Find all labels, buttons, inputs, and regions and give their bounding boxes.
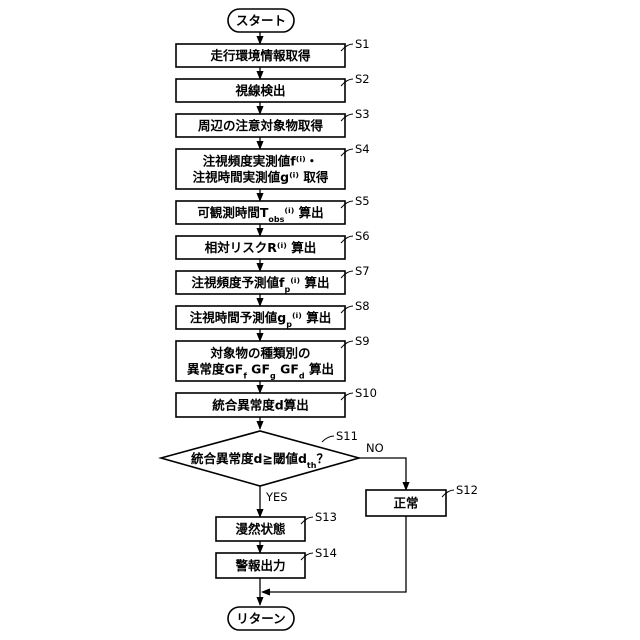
step-s9: 対象物の種類別の異常度GFf GFg GFd 算出S9 [176, 334, 370, 381]
end-label: リターン [236, 611, 285, 626]
arrow-s11-s12 [359, 458, 406, 490]
process-steps: 走行環境情報取得 S1 視線検出 S2 周辺の注意対象物取得 S3 注視頻度実測値f⁽ⁱ⁾・… [176, 37, 478, 578]
step-id: S12 [456, 483, 478, 497]
step-label: 漫然状態 [235, 522, 286, 537]
step-s7: 注視頻度予測値fp⁽ⁱ⁾ 算出S7 [176, 264, 370, 294]
step-label: 走行環境情報取得 [210, 48, 311, 63]
step-label: 相対リスクR⁽ⁱ⁾ 算出 [205, 240, 316, 255]
decision-s11: 統合異常度d≧閾値dth？ S11 [161, 429, 359, 486]
s11-leader [322, 436, 334, 442]
step-s6: 相対リスクR⁽ⁱ⁾ 算出 S6 [176, 229, 370, 259]
step-s2: 視線検出 S2 [176, 72, 370, 102]
step-id: S7 [355, 264, 370, 278]
start-label: スタート [236, 13, 286, 28]
step-s14: 警報出力 S14 [216, 546, 337, 578]
step-s12: 正常 S12 [366, 483, 478, 516]
step-label: 周辺の注意対象物取得 [198, 118, 324, 133]
start-terminator: スタート [228, 9, 294, 32]
step-label: 視線検出 [234, 83, 285, 98]
branch-yes-label: YES [265, 490, 288, 504]
step-id: S13 [315, 510, 337, 524]
branch-no-label: NO [366, 441, 384, 455]
step-label: 警報出力 [234, 558, 285, 573]
step-id: S3 [355, 107, 370, 121]
step-id: S2 [355, 72, 370, 86]
step-s5: 可観測時間Tobs⁽ⁱ⁾ 算出S5 [176, 194, 370, 224]
step-label: 注視時間実測値g⁽ⁱ⁾ 取得 [193, 170, 329, 185]
step-id: S14 [315, 546, 337, 560]
step-id: S8 [355, 299, 370, 313]
step-id: S9 [355, 334, 370, 348]
step-id: S10 [355, 386, 377, 400]
step-label: 統合異常度d算出 [212, 398, 308, 413]
step-label: 注視頻度実測値f⁽ⁱ⁾・ [203, 154, 318, 169]
step-id: S1 [355, 37, 370, 51]
step-id: S4 [355, 142, 370, 156]
step-id: S5 [355, 194, 370, 208]
step-label: 対象物の種類別の [209, 346, 310, 361]
step-label: 正常 [393, 496, 418, 511]
s11-id: S11 [336, 429, 358, 443]
step-id: S6 [355, 229, 370, 243]
step-s10: 統合異常度d算出 S10 [176, 386, 377, 417]
step-s13: 漫然状態 S13 [216, 510, 337, 541]
step-s4: 注視頻度実測値f⁽ⁱ⁾・注視時間実測値g⁽ⁱ⁾ 取得 S4 [176, 142, 370, 189]
step-s8: 注視時間予測値gp⁽ⁱ⁾ 算出S8 [176, 299, 370, 329]
end-terminator: リターン [228, 607, 294, 630]
step-s3: 周辺の注意対象物取得 S3 [176, 107, 370, 137]
step-s1: 走行環境情報取得 S1 [176, 37, 370, 67]
